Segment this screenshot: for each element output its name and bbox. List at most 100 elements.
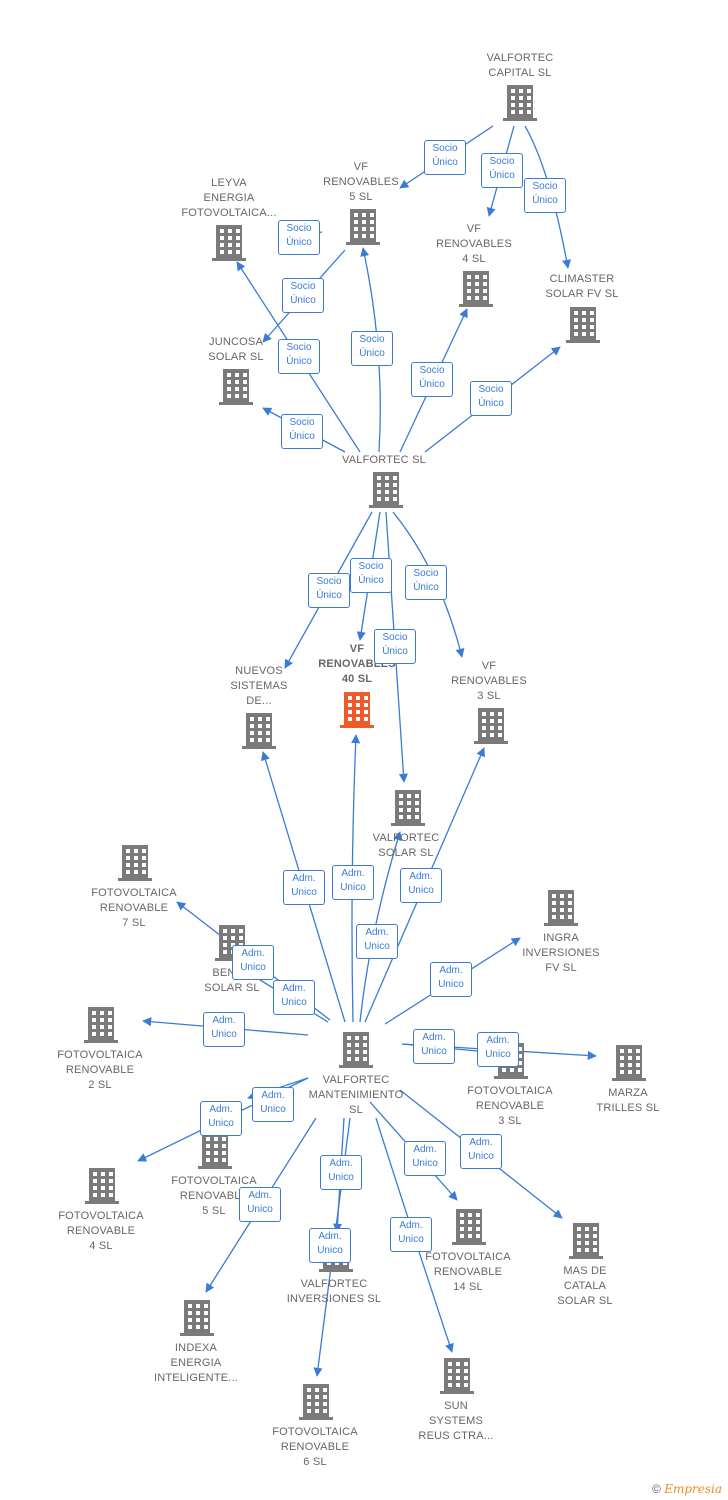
building-icon[interactable] (339, 1032, 373, 1068)
edge-label-line: Único (316, 590, 342, 601)
building-icon[interactable] (346, 209, 380, 245)
building-icon[interactable] (474, 708, 508, 744)
edge-label-line: Socio (289, 417, 315, 428)
building-icon[interactable] (503, 85, 537, 121)
empresia-logo: Empresia (664, 1482, 722, 1496)
edge-label-line: Adm. (261, 1090, 285, 1101)
node-label-vf4[interactable]: VF RENOVABLES 4 SL (436, 223, 512, 265)
building-icon[interactable] (180, 1300, 214, 1336)
building-icon[interactable] (612, 1045, 646, 1081)
edge-label-line: Unico (291, 887, 317, 898)
edge-label-line: Único (432, 157, 458, 168)
edge-label-line: Socio (316, 576, 342, 587)
edge-label-line: Socio (286, 223, 312, 234)
edge-label-line: Socio (489, 156, 515, 167)
edge-label-line: Adm. (329, 1158, 353, 1169)
edge-label-line: Único (489, 170, 515, 181)
edge-label-mant-to-fr4: Adm.Unico (200, 1101, 242, 1136)
building-icon[interactable] (340, 692, 374, 728)
building-icon[interactable] (440, 1358, 474, 1394)
edge-label-line: Único (532, 195, 558, 206)
edge-label-line: Único (286, 356, 312, 367)
edge-label-mant-to-mas: Adm.Unico (460, 1134, 502, 1169)
edge-label-line: Unico (485, 1049, 511, 1060)
building-icon[interactable] (242, 713, 276, 749)
node-label-climaster[interactable]: CLIMASTER SOLAR FV SL (545, 273, 619, 300)
node-label-juncosa[interactable]: JUNCOSA SOLAR SL (208, 336, 264, 363)
edge-label-mant-to-vinv: Adm. Unico (320, 1155, 362, 1190)
edge-label-line: Adm. (341, 868, 365, 879)
edge-label-line: Adm. (365, 927, 389, 938)
edge-label-line: Adm. (209, 1104, 233, 1115)
building-icon[interactable] (299, 1384, 333, 1420)
building-icon[interactable] (219, 369, 253, 405)
node-label-ingra[interactable]: INGRA INVERSIONES FV SL (522, 932, 600, 974)
node-label-fr6[interactable]: FOTOVOLTAICA RENOVABLE 6 SL (272, 1426, 358, 1468)
edge-label-line: Socio (532, 181, 558, 192)
node-label-mas[interactable]: MAS DE CATALA SOLAR SL (557, 1265, 613, 1307)
node-label-valfortec[interactable]: VALFORTEC SL (342, 454, 426, 466)
building-icon[interactable] (452, 1209, 486, 1245)
edge-label-line: Unico (260, 1104, 286, 1115)
node-label-marza[interactable]: MARZA TRILLES SL (596, 1087, 660, 1114)
edge-label-line: Unico (281, 997, 307, 1008)
building-icon[interactable] (198, 1133, 232, 1169)
edge-label-line: Único (413, 582, 439, 593)
edge-label-mant-to-ingra: Adm.Unico (430, 962, 472, 997)
edge-label-line: Unico (240, 962, 266, 973)
edge-label-mant-to-marza: Adm. Unico (477, 1032, 519, 1067)
node-label-fr7[interactable]: FOTOVOLTAICA RENOVABLE 7 SL (91, 887, 177, 929)
copyright-symbol: © (652, 1482, 661, 1496)
edge-label-line: Adm. (212, 1015, 236, 1026)
building-icon[interactable] (566, 307, 600, 343)
edge-label-line: Único (290, 295, 316, 306)
node-label-nuevos[interactable]: NUEVOS SISTEMAS DE... (230, 665, 288, 707)
edge-label-line: Adm. (486, 1035, 510, 1046)
node-label-vinv[interactable]: VALFORTEC INVERSIONES SL (286, 1278, 382, 1305)
node-label-fr2[interactable]: FOTOVOLTAICA RENOVABLE 2 SL (57, 1049, 143, 1091)
node-label-fr5[interactable]: FOTOVOLTAICA RENOVABLE 5 SL (171, 1175, 257, 1217)
edge-label-mant-to-vsolar: Adm. Unico (356, 924, 398, 959)
node-label-fr14[interactable]: FOTOVOLTAICA RENOVABLE 14 SL (425, 1251, 511, 1293)
node-label-sun[interactable]: SUN SYSTEMS REUS CTRA... (418, 1400, 494, 1442)
edge-label-line: Unico (398, 1234, 424, 1245)
edge-label-line: Unico (408, 885, 434, 896)
node-label-fr3[interactable]: FOTOVOLTAICA RENOVABLE 3 SL (467, 1085, 553, 1127)
edge-label-mant-to-fr6: Adm.Unico (309, 1228, 351, 1263)
building-icon[interactable] (569, 1223, 603, 1259)
node-label-vsolar[interactable]: VALFORTEC SOLAR SL (372, 832, 440, 859)
edge-label-line: Unico (328, 1172, 354, 1183)
edge-label-line: Socio (432, 143, 458, 154)
node-label-capital[interactable]: VALFORTEC CAPITAL SL (486, 52, 554, 79)
edge-label-mant-to-indexa: Adm.Unico (239, 1187, 281, 1222)
building-icon[interactable] (369, 472, 403, 508)
building-icon[interactable] (85, 1168, 119, 1204)
node-label-indexa[interactable]: INDEXA ENERGIA INTELIGENTE... (153, 1342, 239, 1384)
building-icon[interactable] (84, 1007, 118, 1043)
node-label-leyva[interactable]: LEYVA ENERGIA FOTOVOLTAICA... (181, 177, 277, 219)
building-icon[interactable] (118, 845, 152, 881)
edge-label-mant-to-nuevos: Adm.Unico (283, 870, 325, 905)
node-label-fr4[interactable]: FOTOVOLTAICA RENOVABLE 4 SL (58, 1210, 144, 1252)
building-icon[interactable] (544, 890, 578, 926)
edge-label-line: Adm. (318, 1231, 342, 1242)
edge-label-mant-to-vf3: Adm.Unico (400, 868, 442, 903)
building-icon[interactable] (459, 271, 493, 307)
copyright-notice[interactable]: © Empresia (652, 1482, 722, 1496)
node-label-mant[interactable]: VALFORTEC MANTENIMIENTO SL (308, 1074, 404, 1116)
edge-label-line: Adm. (439, 965, 463, 976)
edge-label-mant-to-fr5: Adm. Unico (252, 1087, 294, 1122)
building-icon[interactable] (212, 225, 246, 261)
edge-label-line: Adm. (422, 1032, 446, 1043)
building-icon[interactable] (391, 790, 425, 826)
edge-label-line: Adm. (469, 1137, 493, 1148)
node-label-vf3[interactable]: VF RENOVABLES 3 SL (451, 660, 527, 702)
node-label-vf5[interactable]: VF RENOVABLES 5 SL (323, 161, 399, 203)
edge-label-line: Único (359, 348, 385, 359)
edge-label-line: Unico (364, 941, 390, 952)
